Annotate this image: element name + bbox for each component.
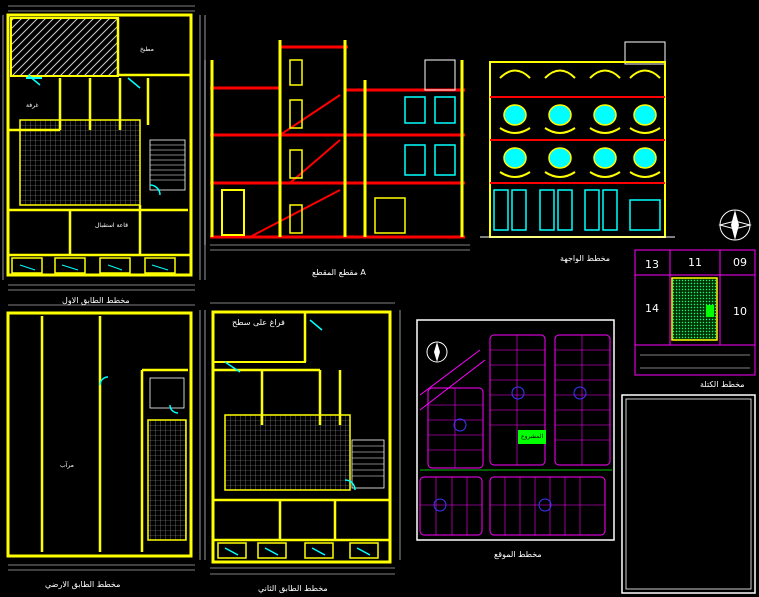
elevation-title: مخطط الواجهة bbox=[560, 254, 611, 263]
room-label-bedroom: غرفة bbox=[26, 102, 39, 109]
location-plan bbox=[634, 249, 756, 376]
block-number-10: 10 bbox=[733, 305, 747, 318]
room-label-shop: مرآب bbox=[60, 462, 74, 469]
section-drawing bbox=[204, 40, 470, 251]
block-number-13: 13 bbox=[645, 258, 659, 271]
north-arrow-icon bbox=[718, 209, 752, 241]
section-title: مقطع المقطع A bbox=[312, 268, 366, 277]
site-plan bbox=[416, 319, 615, 541]
block-number-09: 09 bbox=[733, 256, 747, 269]
location-plan-title: مخطط الكتلة bbox=[700, 380, 745, 389]
block-number-14: 14 bbox=[645, 302, 659, 315]
room-label-roof-terrace: فراغ على سطح bbox=[232, 318, 285, 327]
ground-floor-title: مخطط الطابق الارضي bbox=[45, 580, 121, 589]
room-label-kitchen: مطبخ bbox=[140, 46, 154, 53]
first-floor-title: مخطط الطابق الاول bbox=[62, 296, 130, 305]
title-block bbox=[621, 394, 756, 594]
first-floor-plan bbox=[2, 5, 206, 291]
ground-floor-plan bbox=[6, 304, 201, 571]
elevation-drawing bbox=[480, 41, 675, 238]
site-project-label: المشروع bbox=[521, 433, 544, 440]
room-label-living: قاعة استقبال bbox=[95, 222, 128, 229]
site-plan-title: مخطط الموقع bbox=[494, 550, 542, 559]
block-number-11: 11 bbox=[688, 256, 702, 269]
second-floor-title: مخطط الطابق الثاني bbox=[258, 584, 328, 593]
second-floor-plan bbox=[204, 302, 401, 575]
